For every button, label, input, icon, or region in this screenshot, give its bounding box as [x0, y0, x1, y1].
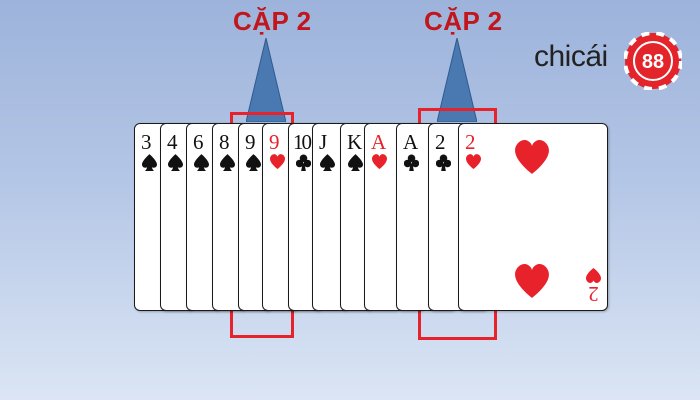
card-rank: 3 — [141, 130, 152, 154]
heart-icon — [270, 154, 285, 170]
pointer-triangle-right — [437, 38, 477, 122]
heart-icon — [466, 154, 481, 170]
card-rank: 6 — [193, 130, 204, 154]
card-rank: 9 — [245, 130, 256, 154]
pointer-triangle-left — [246, 38, 286, 122]
poker-chip-icon: 88 — [624, 32, 682, 90]
card-rank-inverted: 2 — [588, 282, 599, 306]
card-rank: K — [347, 130, 363, 154]
card-corner-inverted: 2 — [586, 266, 601, 306]
spade-icon — [220, 154, 235, 171]
card-rank: 8 — [219, 130, 230, 154]
club-icon — [436, 154, 451, 171]
card-rank: J — [319, 130, 328, 154]
spade-icon — [168, 154, 183, 171]
logo-text: chicái — [534, 40, 608, 73]
spade-icon — [348, 154, 363, 171]
club-icon — [296, 154, 311, 171]
heart-pip-icon — [515, 264, 549, 298]
card-rank: 4 — [167, 130, 178, 154]
card-rank: 10 — [293, 130, 312, 154]
spade-icon — [142, 154, 157, 171]
card-rank: 2 — [435, 130, 446, 154]
pair-label-left: CẶP 2 — [233, 6, 312, 36]
card-rank: 9 — [269, 130, 280, 154]
heart-pip-icon — [515, 140, 549, 174]
heart-icon — [586, 267, 601, 283]
spade-icon — [320, 154, 335, 171]
club-icon — [404, 154, 419, 171]
heart-icon — [372, 154, 387, 170]
card-rank: A — [371, 130, 387, 154]
logo-number: 88 — [642, 51, 664, 73]
pair-label-right: CẶP 2 — [424, 6, 503, 36]
card-rank: 2 — [465, 130, 476, 154]
card-rank: A — [403, 130, 419, 154]
spade-icon — [194, 154, 209, 171]
spade-icon — [246, 154, 261, 171]
